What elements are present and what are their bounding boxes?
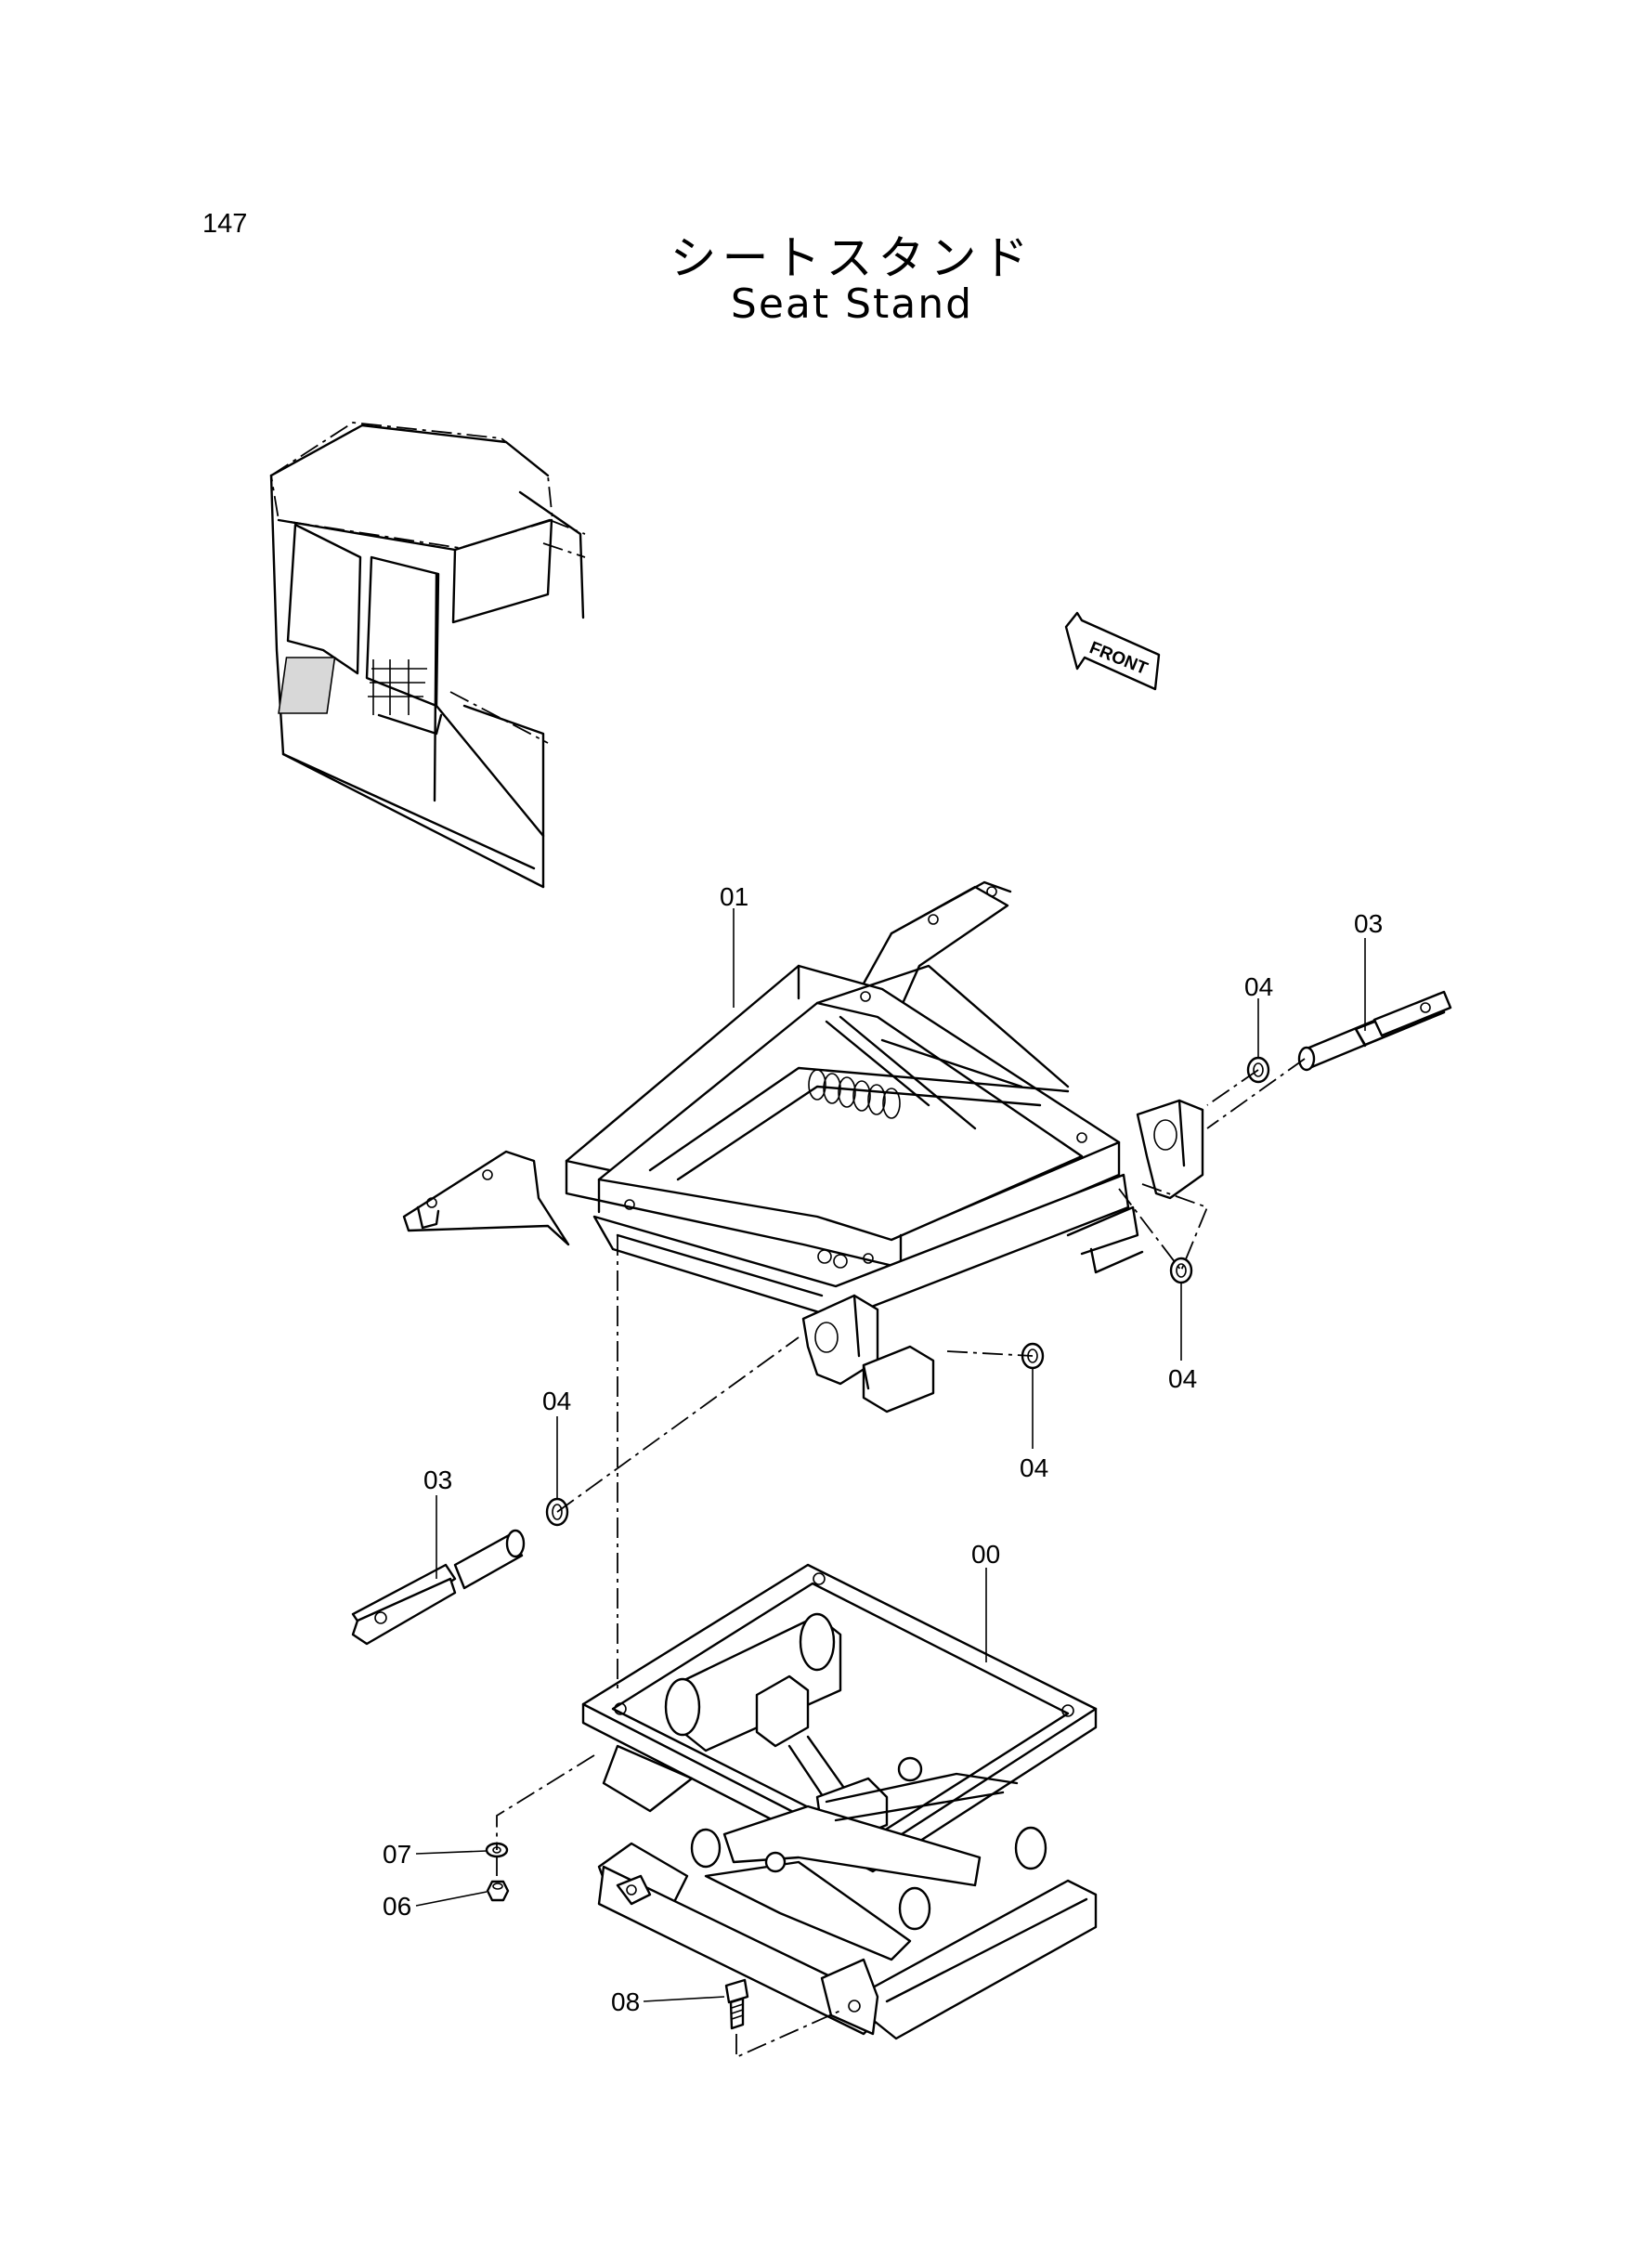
label-01-frame: 01 (720, 882, 748, 911)
cab-inset-illustration (269, 422, 586, 889)
bolt-part-08 (724, 1978, 749, 2030)
title-japanese: シートスタンド (670, 231, 1034, 285)
label-03-pin-left: 03 (423, 1466, 452, 1494)
front-direction-arrow: FRONT (1064, 611, 1161, 691)
label-03-pin-right: 03 (1354, 909, 1383, 938)
pin-left-part-03 (351, 1529, 526, 1646)
assembly-center-lines (496, 1058, 1306, 2059)
tension-spring (808, 1069, 901, 1119)
label-08-bolt: 08 (611, 1987, 640, 2016)
title-english: Seat Stand (730, 280, 974, 328)
label-06-nut: 06 (383, 1892, 411, 1921)
label-04-clip-center: 04 (1020, 1453, 1048, 1482)
leader-lines (415, 908, 1366, 2002)
clip-right-low-part-04 (1169, 1257, 1193, 1284)
part-labels: 01 03 04 04 04 04 03 00 07 06 08 (383, 882, 1383, 2016)
label-00-suspension: 00 (971, 1540, 1000, 1569)
label-07-washer: 07 (383, 1840, 411, 1869)
page-number: 147 (202, 209, 248, 239)
seat-suspension-part-00 (581, 1563, 1098, 2040)
label-04-clip-right-low: 04 (1168, 1364, 1197, 1393)
label-04-clip-left: 04 (542, 1387, 571, 1415)
nut-part-06 (486, 1880, 510, 1902)
label-04-clip-right-top: 04 (1244, 972, 1273, 1001)
seat-stand-frame-part-01 (402, 880, 1204, 1414)
pin-right-part-03 (1297, 990, 1452, 1072)
